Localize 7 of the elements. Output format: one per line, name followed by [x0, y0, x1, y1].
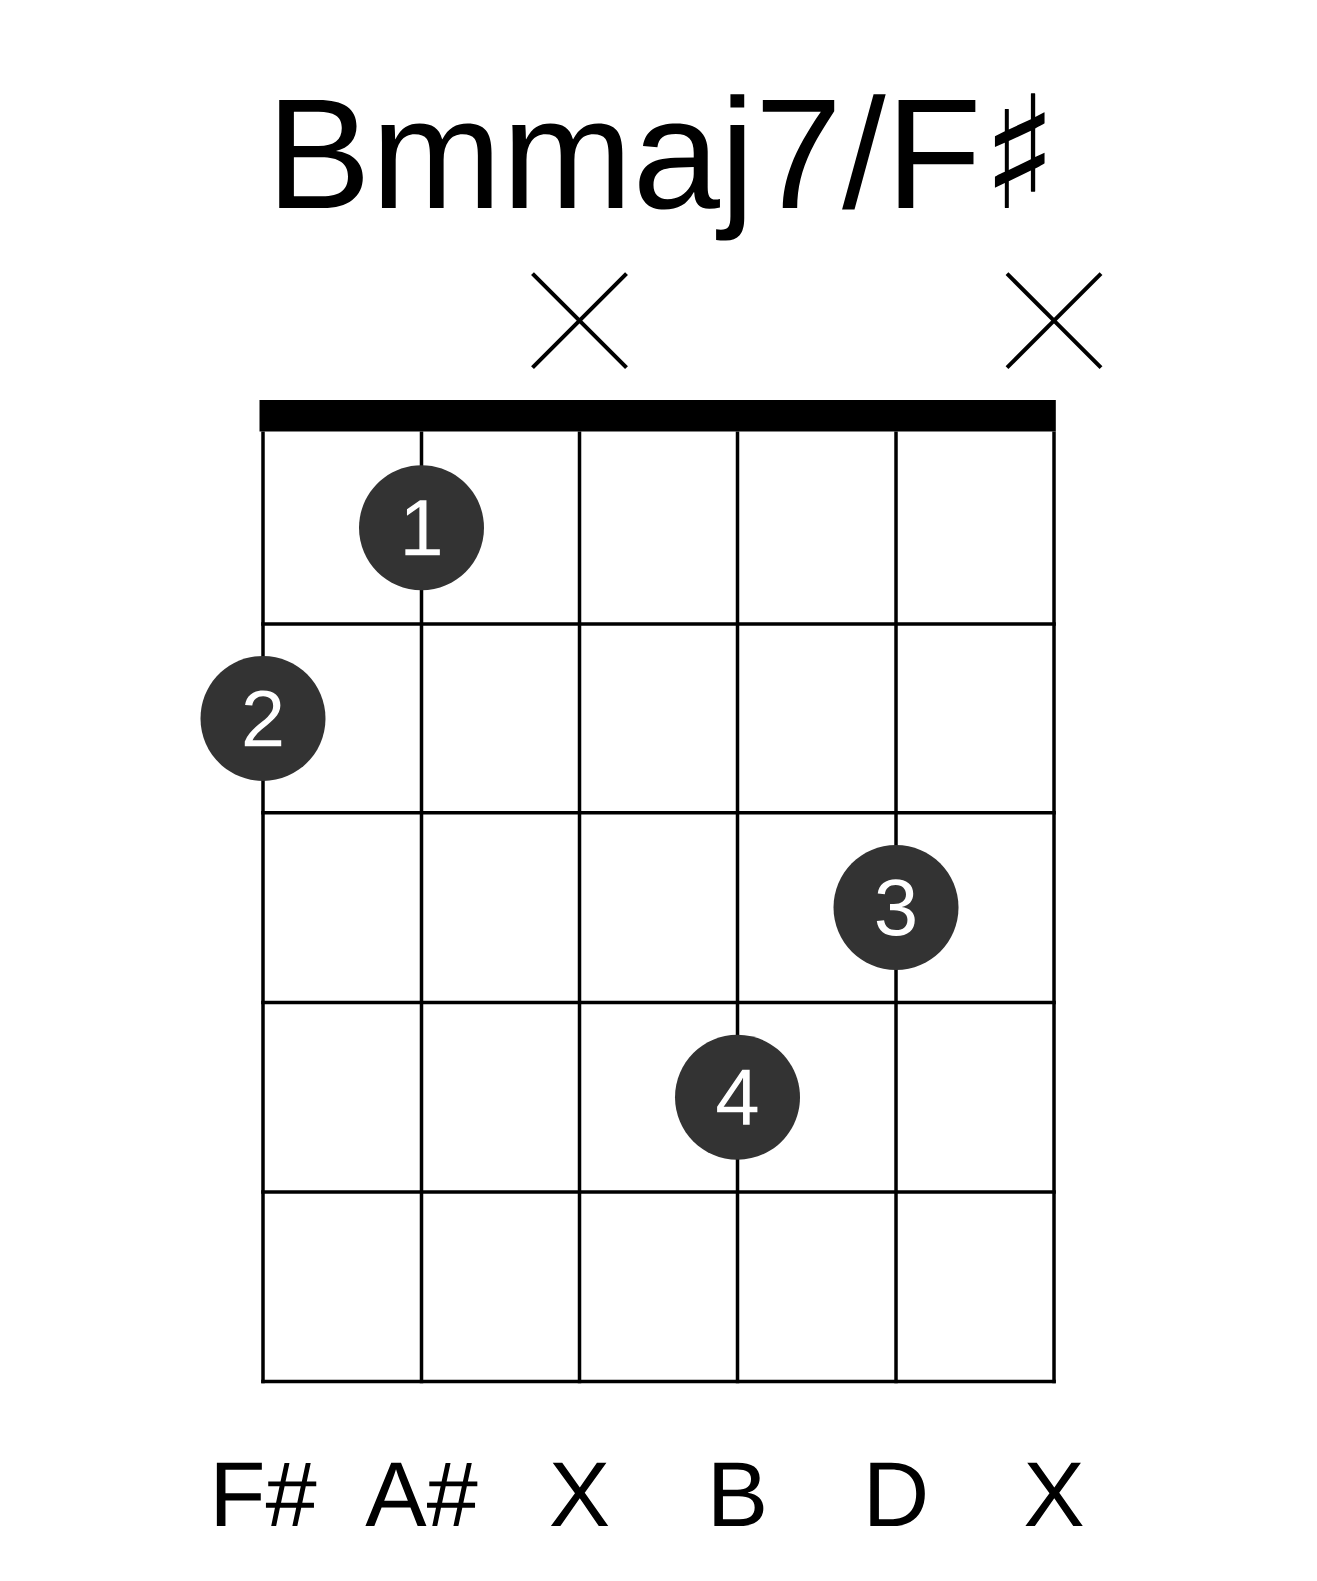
string-note-label: D: [870, 1462, 925, 1526]
title: Bmmaj7/F♯: [279, 93, 1045, 241]
string-note-label: X: [550, 1462, 609, 1526]
string-note-label: B: [714, 1462, 764, 1526]
string-note-label: F#: [216, 1462, 317, 1526]
string-note-label: X: [1025, 1462, 1083, 1526]
string-note-label: A#: [365, 1462, 478, 1526]
